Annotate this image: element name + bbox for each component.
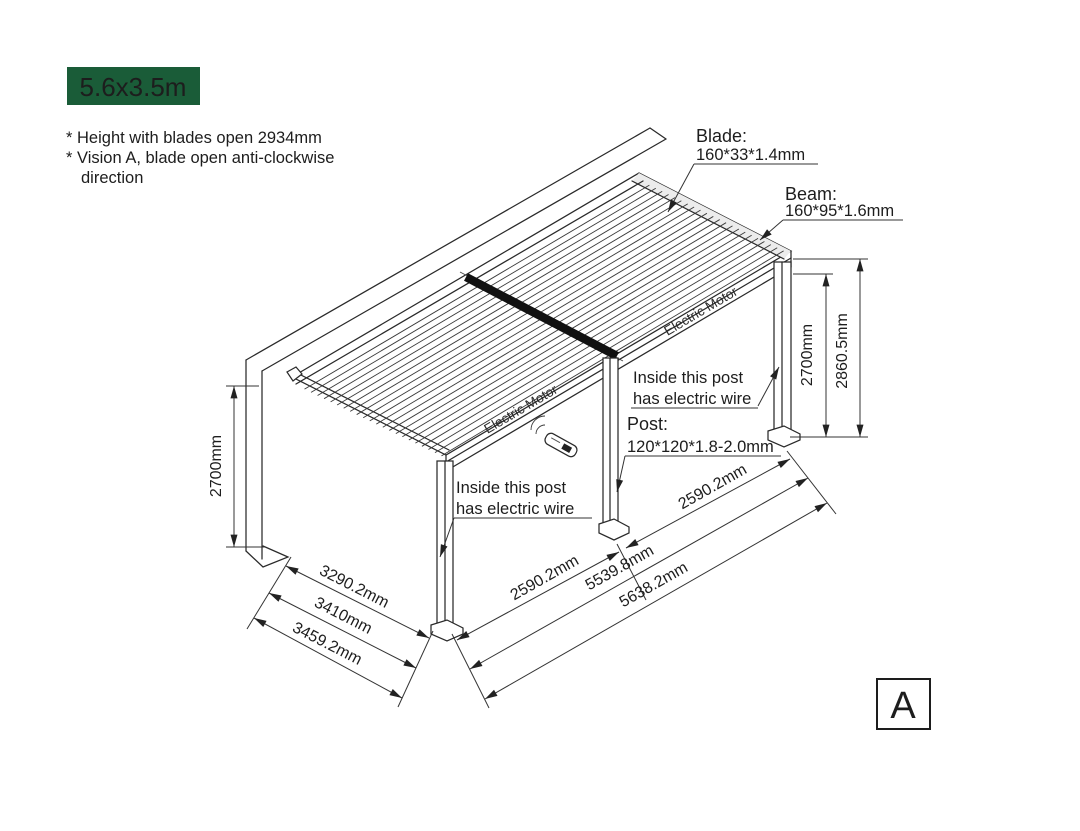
view-a-letter: A xyxy=(890,685,916,727)
wire-left-line1: Inside this post xyxy=(456,479,566,497)
wire-left-line2: has electric wire xyxy=(456,500,574,518)
drawing-notes: * Height with blades open 2934mm * Visio… xyxy=(66,129,334,187)
post-leader xyxy=(616,455,626,493)
width-total-line xyxy=(484,502,828,700)
dimension-depths: 3290.2mm 3410mm 3459.2mm xyxy=(246,556,434,708)
wall-top-outer-edge xyxy=(245,127,651,361)
callout-wire-right: Inside this post has electric wire xyxy=(631,366,780,409)
post-title: Post: xyxy=(627,414,668,434)
left-extension-line xyxy=(451,633,490,709)
size-badge-label: 5.6x3.5m xyxy=(80,72,187,102)
note-line3: direction xyxy=(81,169,143,187)
size-badge: 5.6x3.5m xyxy=(67,67,200,105)
beam-leader xyxy=(759,219,784,241)
post-extension-line xyxy=(397,630,434,708)
dimension-right-heights: 2700mm 2860.5mm xyxy=(790,258,868,438)
remote-control-icon xyxy=(530,415,578,458)
blade-spec: 160*33*1.4mm xyxy=(696,146,805,164)
right-extension-line xyxy=(786,450,837,515)
dimension-text: 2700mm xyxy=(208,435,225,497)
bay-left-line xyxy=(456,551,620,641)
dimension-wall-height: 2700mm xyxy=(208,385,266,548)
note-line2: * Vision A, blade open anti-clockwise xyxy=(66,149,334,167)
left-beam-inner-line xyxy=(294,371,450,451)
wire-left-leader xyxy=(439,517,455,558)
wall xyxy=(245,127,667,568)
beam-title: Beam: xyxy=(785,184,837,204)
signal-wave-large xyxy=(530,415,546,431)
blade-title: Blade: xyxy=(696,126,747,146)
callout-post: Post: 120*120*1.8-2.0mm xyxy=(616,414,781,493)
post-height-text: 2700mm xyxy=(799,324,816,386)
wall-top-inner-edge xyxy=(261,138,667,372)
total-height-text: 2860.5mm xyxy=(834,313,851,389)
view-a-box xyxy=(876,678,931,730)
divider-black-strip xyxy=(464,273,619,360)
size-badge-bg xyxy=(67,67,200,105)
depth-total-line xyxy=(253,617,403,699)
signal-wave-small xyxy=(535,424,546,435)
bay-divider xyxy=(459,271,624,362)
callout-blade: Blade: 160*33*1.4mm xyxy=(667,126,818,213)
wall-end-cap xyxy=(649,127,667,140)
note-line1: * Height with blades open 2934mm xyxy=(66,129,322,147)
middle-post-foot xyxy=(598,518,630,541)
post-spec: 120*120*1.8-2.0mm xyxy=(627,438,774,456)
view-a-marker: A xyxy=(876,678,931,730)
beam-spec: 160*95*1.6mm xyxy=(785,202,894,220)
gutter-corner-block xyxy=(286,366,303,382)
pergola-roof xyxy=(286,172,793,472)
blade-leader xyxy=(667,163,695,213)
wire-right-line1: Inside this post xyxy=(633,369,743,387)
callout-beam: Beam: 160*95*1.6mm xyxy=(759,184,903,241)
callout-wire-left: Inside this post has electric wire xyxy=(439,479,592,558)
wall-bottom-cut xyxy=(245,545,290,568)
wire-right-line2: has electric wire xyxy=(633,390,751,408)
wire-right-leader xyxy=(757,366,780,407)
right-beam-face xyxy=(632,173,791,259)
front-right-post-foot xyxy=(767,425,801,448)
front-left-post-foot xyxy=(430,619,464,642)
